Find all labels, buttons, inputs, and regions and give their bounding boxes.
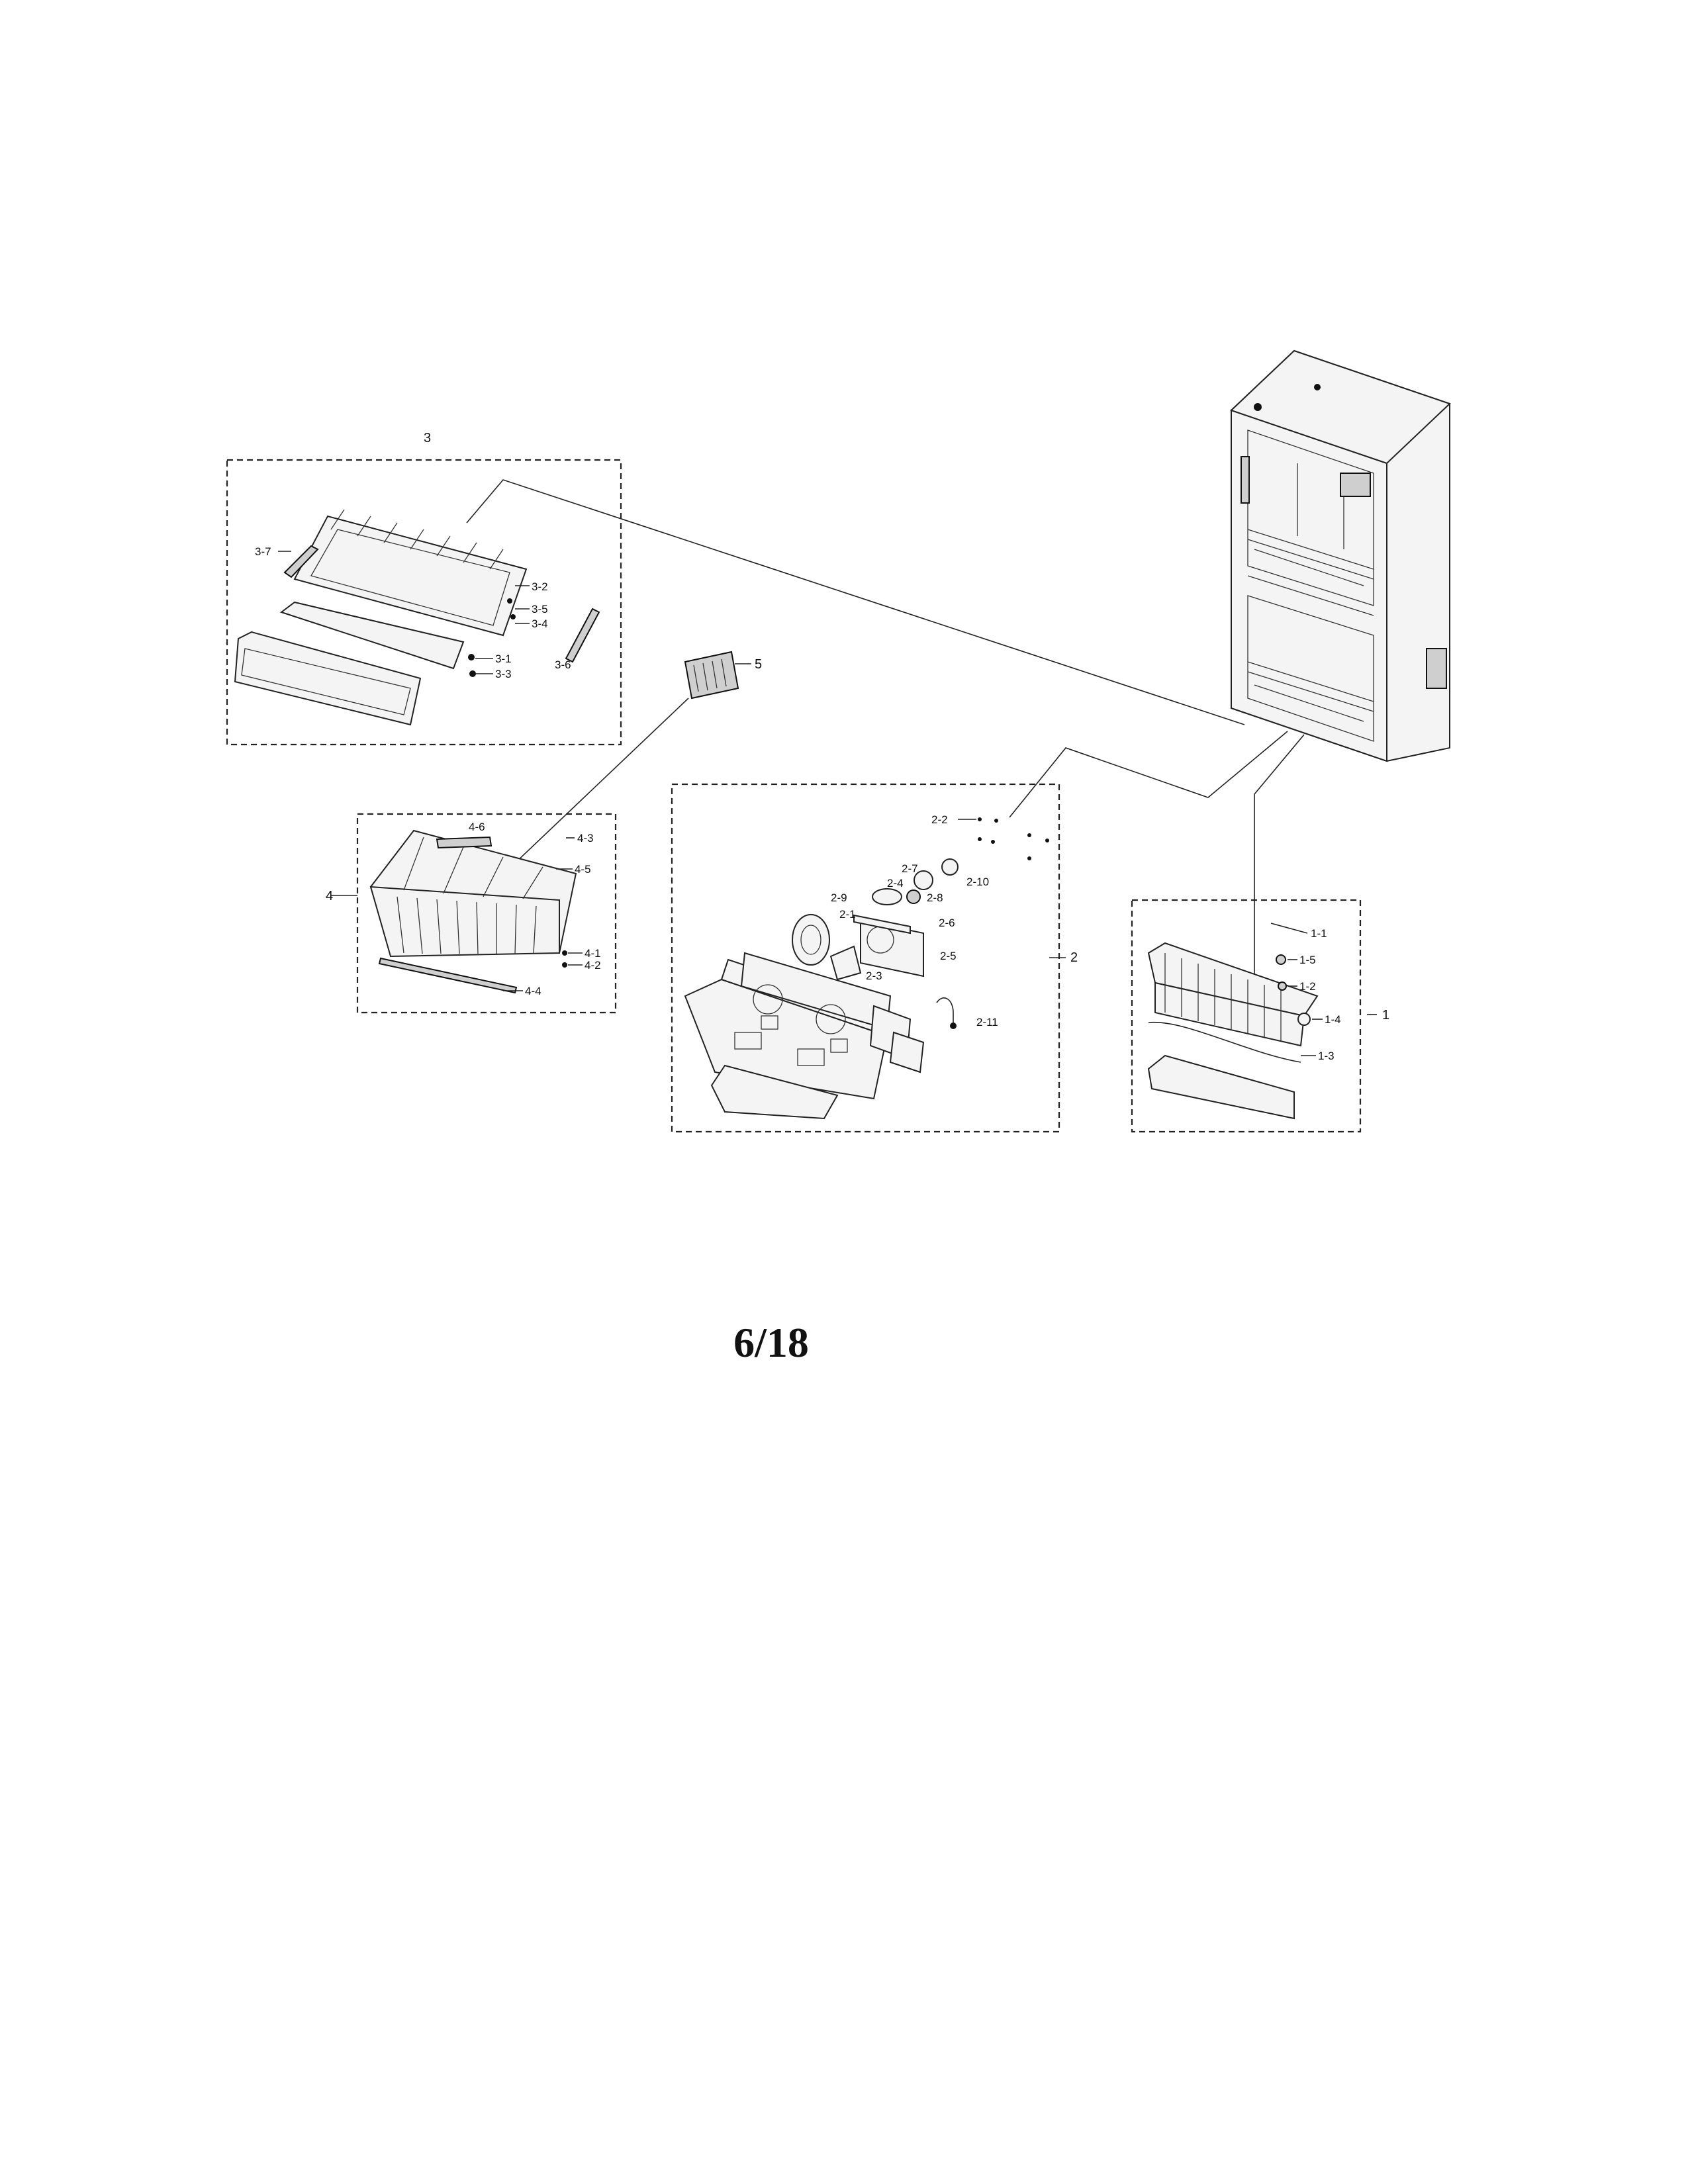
label-2-8: 2-8 [927,891,943,904]
leader-lines [466,479,1305,999]
label-4-4: 4-4 [525,985,541,997]
group-1-boundary [1131,899,1362,1133]
label-group-3: 3 [424,431,431,445]
label-4-3: 4-3 [577,832,594,844]
label-3-7: 3-7 [255,545,271,558]
group-4-basket [331,813,617,1014]
label-2-2: 2-2 [931,813,948,826]
label-4-2: 4-2 [585,959,601,972]
label-4-1: 4-1 [585,947,601,960]
label-3-6: 3-6 [555,659,571,671]
label-1-3: 1-3 [1318,1050,1335,1062]
label-2-11: 2-11 [976,1016,998,1028]
label-3-3: 3-3 [495,668,512,680]
group-4-boundary [356,813,617,1014]
label-4-6: 4-6 [469,821,485,833]
label-2-6: 2-6 [939,917,955,929]
label-3-4: 3-4 [532,617,548,630]
label-1-2: 1-2 [1299,980,1316,993]
refrigerator-cabinet [1230,349,1451,762]
label-1-1: 1-1 [1311,927,1327,940]
part-5-filter [684,651,751,700]
label-2-7: 2-7 [902,862,918,875]
label-group-5: 5 [755,657,762,672]
group-2-fan-assembly [671,783,1066,1133]
label-group-1: 1 [1382,1008,1389,1023]
label-2-4: 2-4 [887,877,904,889]
label-2-10: 2-10 [966,876,989,888]
page-number: 6/18 [733,1319,809,1366]
label-1-4: 1-4 [1325,1013,1341,1026]
label-2-5: 2-5 [940,950,957,962]
label-2-1: 2-1 [839,908,856,921]
group-3-drawer-assembly [226,459,622,746]
label-4-5: 4-5 [575,863,591,876]
label-3-1: 3-1 [495,653,512,665]
label-2-3: 2-3 [866,970,882,982]
label-group-4: 4 [326,889,333,903]
group-3-boundary [226,459,622,746]
label-1-5: 1-5 [1299,954,1316,966]
label-3-5: 3-5 [532,603,548,615]
group-1-evaporator-assembly [1131,899,1377,1133]
label-group-2: 2 [1070,950,1078,965]
label-2-9: 2-9 [831,891,847,904]
label-3-2: 3-2 [532,580,548,593]
